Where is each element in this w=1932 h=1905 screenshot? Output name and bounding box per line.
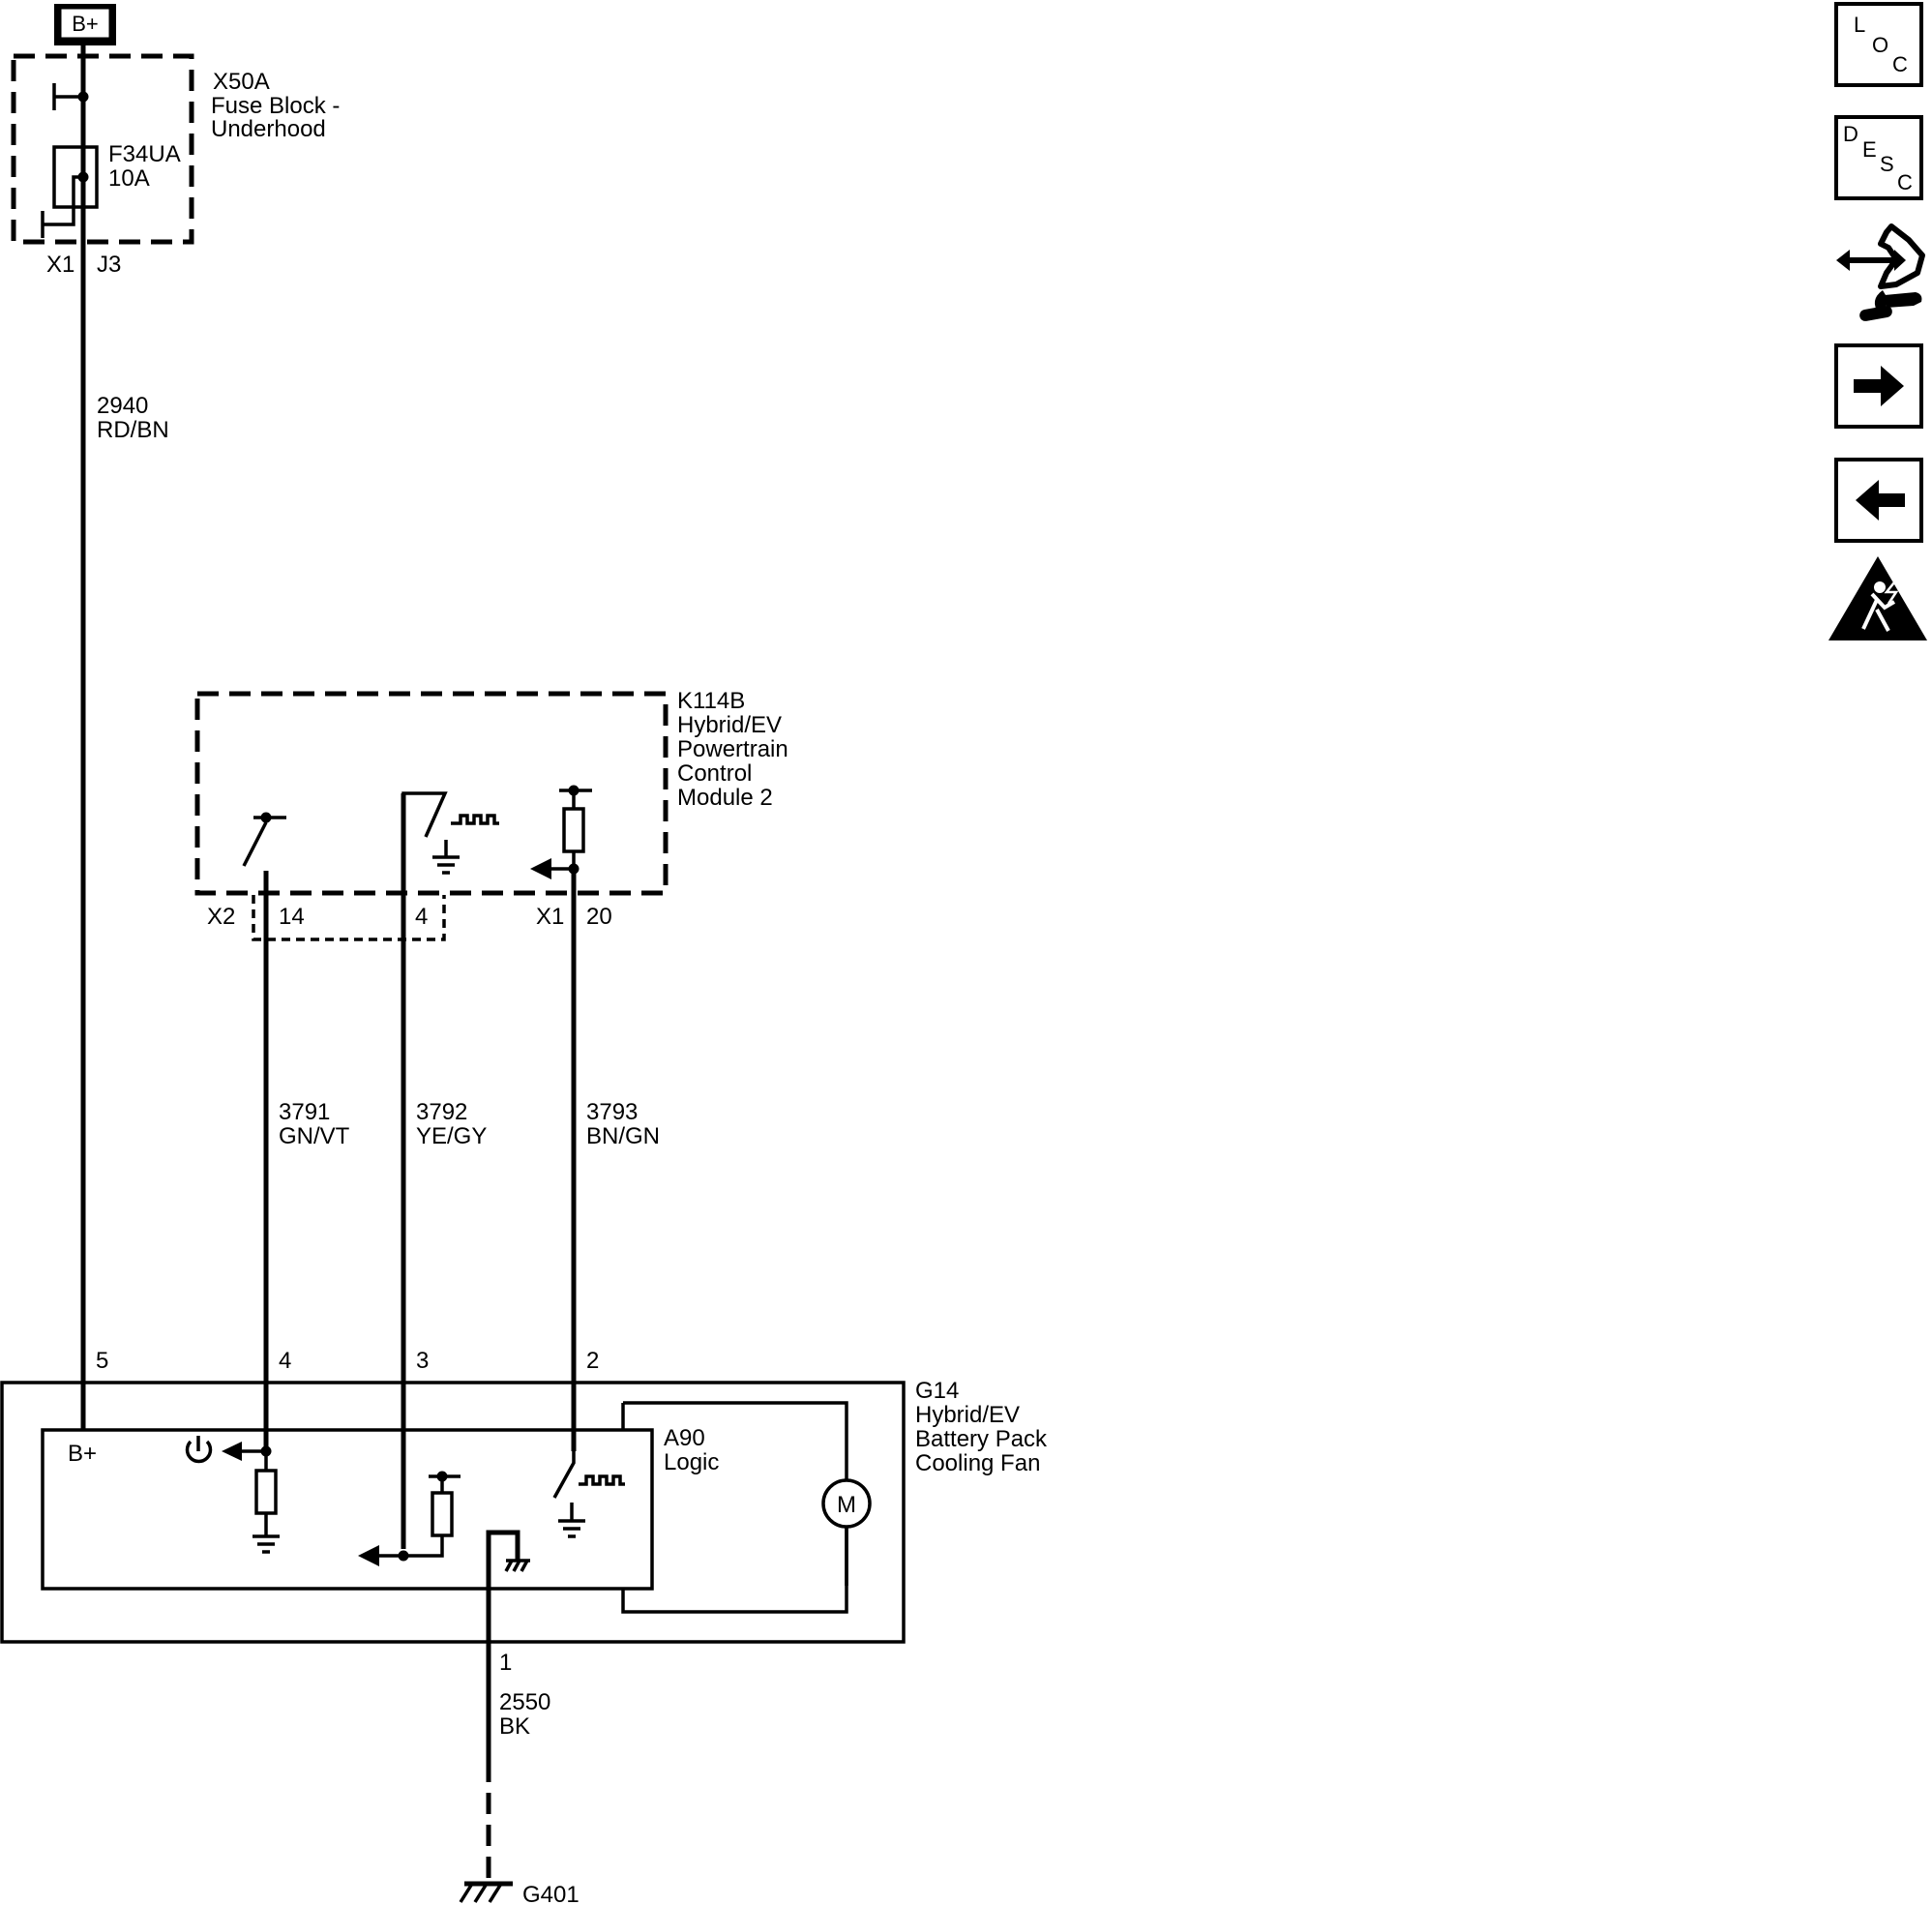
description-button[interactable]: D E S C (1834, 115, 1923, 200)
wire-2940-color: RD/BN (97, 417, 169, 443)
logic-id: A90 (664, 1425, 705, 1451)
fuse-id: F34UA (108, 141, 181, 167)
motor-icon (821, 1478, 872, 1529)
chassis-ground-icon (504, 1559, 530, 1572)
pcm-line-1: Hybrid/EV (677, 712, 782, 738)
pcm-id: K114B (677, 688, 745, 714)
wire-3792-color: YE/GY (416, 1123, 487, 1149)
fan-line-1: Hybrid/EV (915, 1402, 1020, 1428)
fuse-f34ua (52, 145, 99, 209)
pcm-conn-x1: X1 (536, 904, 564, 930)
fan-resistor-pin3 (431, 1491, 454, 1537)
wire-2550-color: BK (499, 1713, 530, 1740)
wire-3791-circuit: 3791 (279, 1099, 330, 1125)
motor-label: M (837, 1492, 856, 1518)
previous-button[interactable] (1834, 458, 1923, 543)
logic-bplus: B+ (68, 1441, 97, 1467)
pcm-conn-x2: X2 (207, 904, 235, 930)
fan-line-3: Cooling Fan (915, 1450, 1040, 1476)
fuse-block-pin: J3 (97, 252, 121, 278)
high-voltage-warning-icon (1828, 556, 1927, 640)
wire-3793-color: BN/GN (586, 1123, 660, 1149)
pwm-signal-icon (451, 814, 499, 825)
logic-a90 (41, 1428, 654, 1591)
fuse-block-name-1: Fuse Block - (211, 93, 340, 119)
fan-pin-2: 2 (586, 1348, 599, 1374)
diagnostic-connector-button[interactable] (1836, 223, 1925, 322)
wire-3793-circuit: 3793 (586, 1099, 638, 1125)
input-arrow-icon (358, 1545, 379, 1566)
pcm-k114b: K114B Hybrid/EV Powertrain Control Modul… (194, 688, 788, 1549)
power-icon (185, 1436, 213, 1464)
loc-letter-c: C (1892, 52, 1908, 76)
arrow-right-icon (1854, 366, 1904, 406)
desc-letter-e: E (1862, 137, 1877, 162)
cooling-fan-g14: G14 Hybrid/EV Battery Pack Cooling Fan 5… (0, 1348, 1048, 1761)
fuse-block-connector: X1 (46, 252, 74, 278)
next-button[interactable] (1834, 343, 1923, 429)
pcm-line-4: Module 2 (677, 785, 773, 811)
connector-wrench-icon (1836, 223, 1925, 321)
ground-g401: G401 (459, 1881, 580, 1905)
battery-power-source: B+ (54, 4, 116, 45)
pcm-switch-14 (242, 821, 268, 867)
loc-letter-l: L (1854, 13, 1865, 37)
logic-name: Logic (664, 1449, 719, 1475)
wire-2940-circuit: 2940 (97, 393, 148, 419)
fuse-rating: 10A (108, 165, 150, 192)
loc-letter-o: O (1872, 33, 1888, 57)
pcm-pin-20: 20 (586, 904, 612, 930)
power-source-label: B+ (72, 12, 99, 36)
pwm-signal-icon (579, 1474, 625, 1486)
fuse-block-outline (11, 53, 194, 245)
pcm-line-2: Powertrain (677, 736, 788, 762)
location-button[interactable]: L O C (1834, 2, 1923, 87)
fan-pin-3: 3 (416, 1348, 429, 1374)
pcm-x2-connector (252, 895, 446, 941)
fan-outline (0, 1381, 906, 1644)
ground-id: G401 (522, 1882, 580, 1905)
fan-pin-1: 1 (499, 1650, 512, 1676)
pcm-resistor (562, 807, 585, 853)
fan-resistor-pin4 (254, 1469, 278, 1515)
pcm-pin-14: 14 (279, 904, 305, 930)
fan-driver-pin2 (552, 1451, 576, 1499)
desc-letter-d: D (1843, 122, 1858, 146)
fan-pin-4: 4 (279, 1348, 291, 1374)
fuse-block-x50a: X50A Fuse Block - Underhood F34UA 10A X1… (11, 53, 340, 278)
wire-3792-circuit: 3792 (416, 1099, 467, 1125)
pcm-outline (194, 691, 669, 896)
wire-2550-circuit: 2550 (499, 1689, 550, 1715)
fuse-block-name-2: Underhood (211, 116, 326, 142)
fan-line-2: Battery Pack (915, 1426, 1048, 1452)
arrow-left-icon (1856, 480, 1905, 521)
fan-id: G14 (915, 1378, 959, 1404)
input-arrow-icon (530, 858, 551, 879)
fan-pin-5: 5 (96, 1348, 108, 1374)
pcm-line-3: Control (677, 760, 752, 787)
desc-letter-s: S (1880, 152, 1894, 176)
pcm-pin-4: 4 (415, 904, 428, 930)
fuse-block-id: X50A (213, 69, 270, 95)
wire-3791-color: GN/VT (279, 1123, 350, 1149)
desc-letter-c: C (1897, 170, 1913, 194)
